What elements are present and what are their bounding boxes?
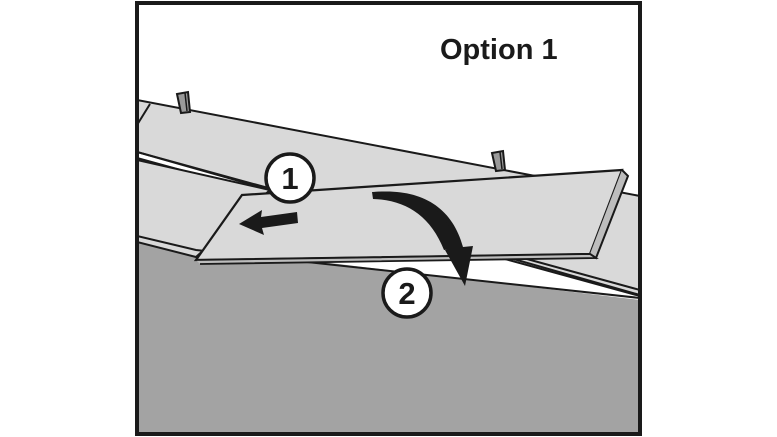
step-2-marker: 2 <box>381 267 433 319</box>
installed-floor <box>137 240 640 434</box>
spacer-clip-left <box>175 90 192 115</box>
spacer-clip-right <box>490 149 507 173</box>
diagram-title: Option 1 <box>440 34 558 66</box>
step-1-marker: 1 <box>264 152 316 204</box>
push-left-arrow <box>239 210 298 235</box>
new-plank-edge-bottom <box>195 253 599 265</box>
rotate-down-arrow-body <box>372 191 458 250</box>
middle-row-edge <box>137 235 640 299</box>
diagram-frame <box>135 1 642 436</box>
step-1-label: 1 <box>281 161 298 196</box>
middle-plank-row <box>137 158 273 259</box>
step-2-label: 2 <box>398 276 415 311</box>
back-plank-joint <box>137 103 151 126</box>
